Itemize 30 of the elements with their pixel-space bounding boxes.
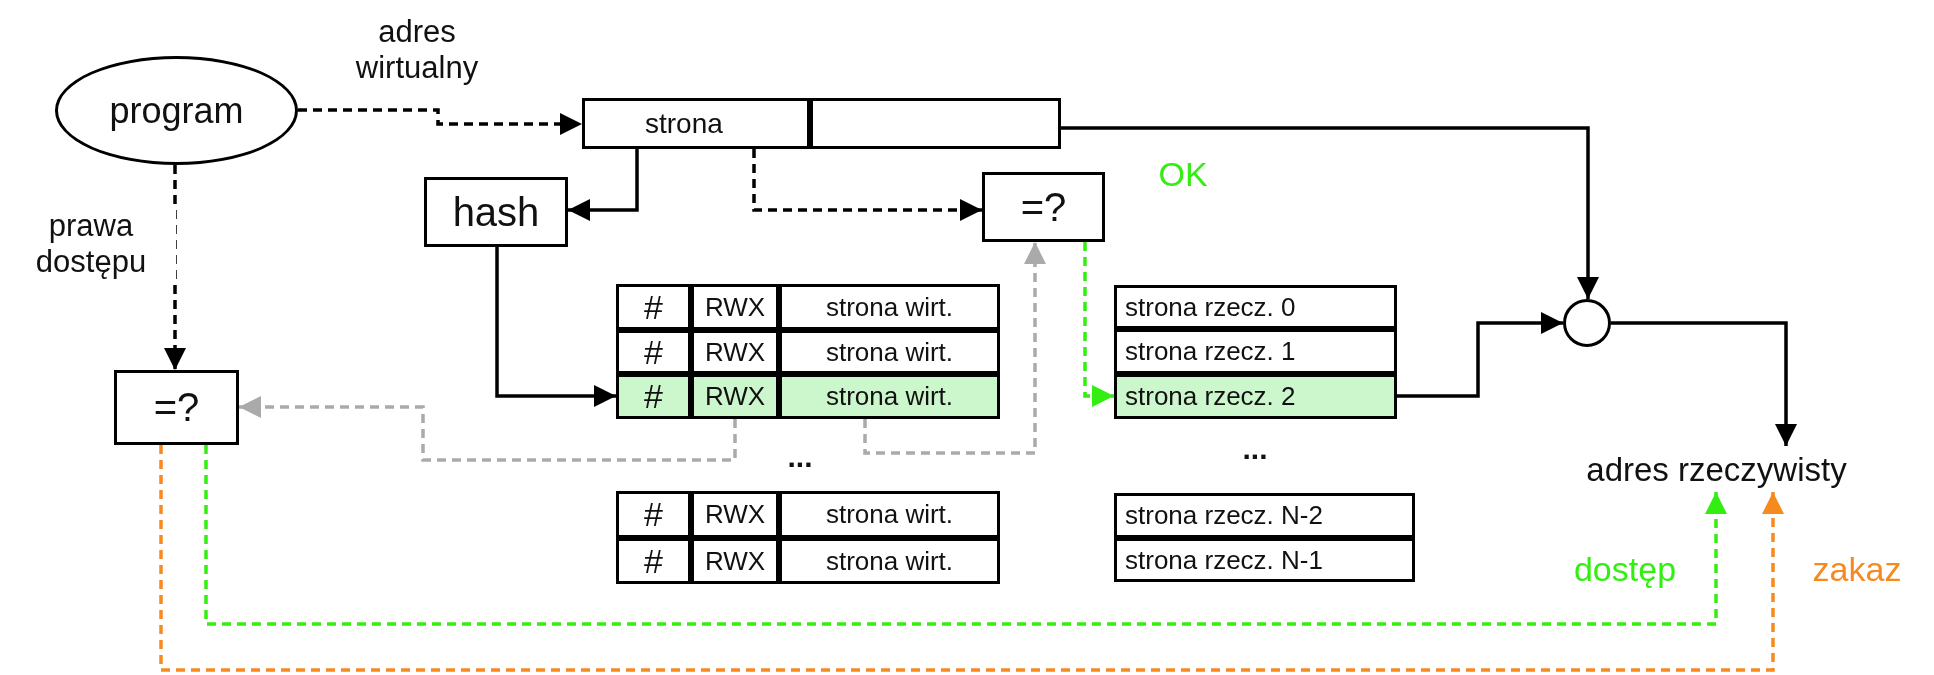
table-cell: # [616,284,691,330]
table-cell: # [616,330,691,374]
table-cell: RWX [691,284,779,330]
table-cell: strona wirt. [779,330,1000,374]
table-cell: strona wirt. [779,538,1000,584]
table-row: strona rzecz. N-1 [1114,538,1415,582]
table-row: strona rzecz. 2 [1114,374,1397,419]
address-field [810,98,1061,149]
result-text: adres rzeczywisty [1529,446,1904,492]
address-field: strona [582,98,810,149]
table-row: strona rzecz. 0 [1114,285,1397,329]
process-box: =? [982,172,1105,242]
table-row: strona rzecz. N-2 [1114,493,1415,538]
process-box: hash [424,177,568,247]
table-cell: RWX [691,330,779,374]
ellipsis-text: ... [787,440,813,475]
table-cell: # [616,538,691,584]
table-cell: # [616,374,691,419]
table-cell: strona wirt. [779,284,1000,330]
ellipsis-text: ... [1242,432,1268,467]
junction-circle [1563,299,1611,347]
table-cell: RWX [691,491,779,538]
table-cell: # [616,491,691,538]
table-cell: RWX [691,374,779,419]
table-cell: strona wirt. [779,491,1000,538]
table-cell: RWX [691,538,779,584]
table-row: strona rzecz. 1 [1114,329,1397,374]
table-cell: strona wirt. [779,374,1000,419]
process-box: =? [114,370,239,445]
program-ellipse: program [55,56,298,165]
